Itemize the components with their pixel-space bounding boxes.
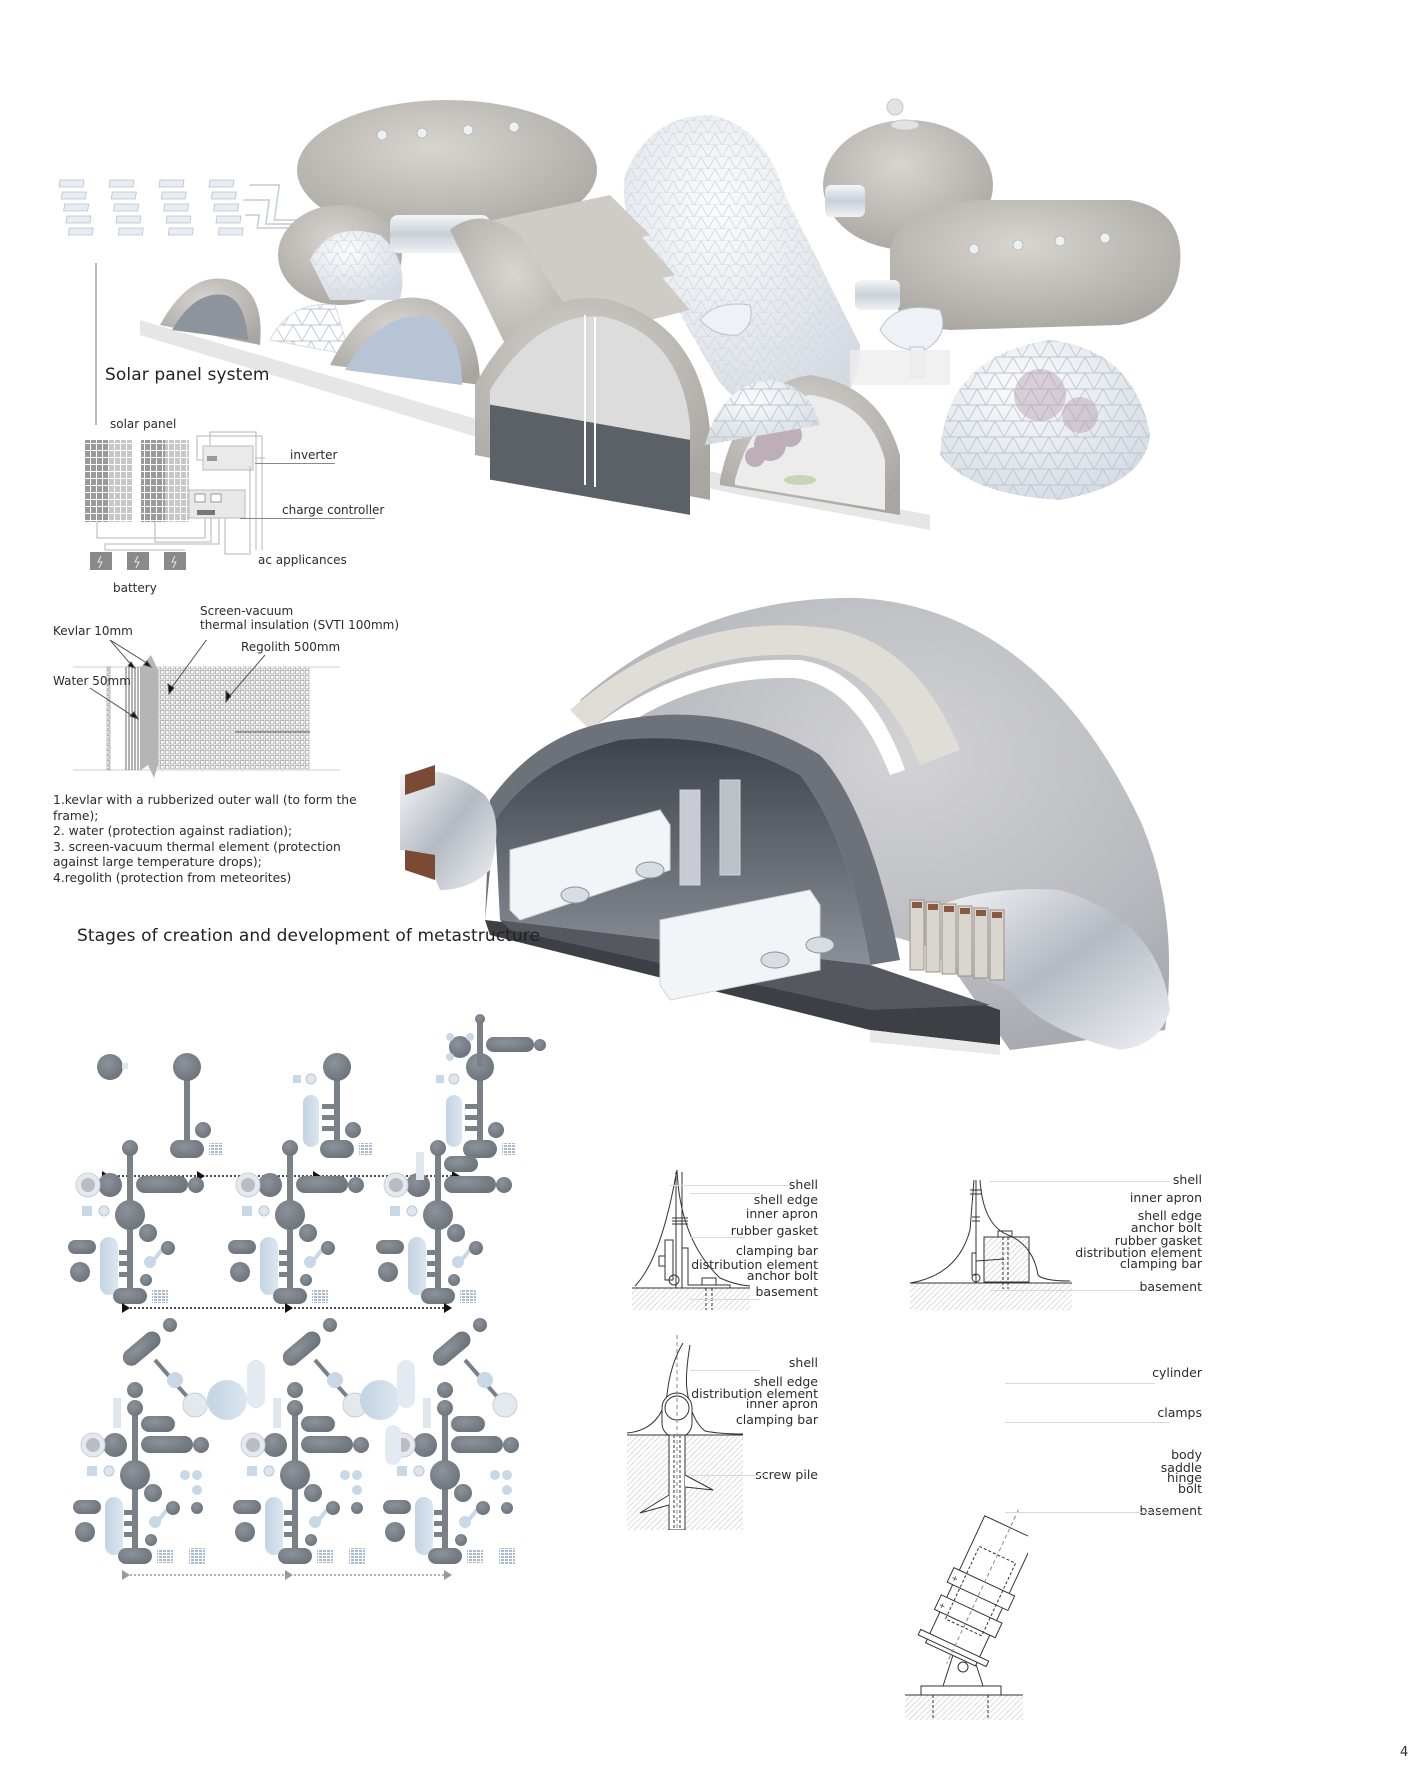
inverter-leader: [255, 463, 335, 464]
stage-7: [374, 1138, 514, 1306]
detail-3-label-clamping-bar: clamping bar: [735, 1412, 818, 1427]
svti-label-line2: thermal insulation (SVTI 100mm): [200, 618, 400, 632]
wall-layer-notes: 1.kevlar with a rubberized outer wall (t…: [53, 793, 368, 886]
detail-4-label-basement: basement: [1139, 1503, 1203, 1518]
svg-text:+: +: [937, 1600, 947, 1611]
detail-4-label-hinge: hinge: [1167, 1470, 1202, 1485]
charge-controller-label: charge controller: [282, 503, 385, 517]
detail-1-label-clamping-bar: clamping bar: [735, 1243, 818, 1258]
hatch-icon: [886, 98, 920, 131]
lab-stool-icon: [560, 861, 835, 969]
detail-1-label-rubber-gasket: rubber gasket: [730, 1223, 818, 1238]
detail-1-label-basement: basement: [755, 1284, 819, 1299]
kevlar-label: Kevlar 10mm: [53, 624, 133, 638]
svti-label-line1: Screen-vacuum: [200, 604, 294, 618]
detail-4-label-saddle: saddle: [1160, 1460, 1202, 1475]
detail-4-label-cylinder: cylinder: [1152, 1365, 1202, 1380]
battery-label: battery: [113, 581, 157, 595]
battery-icon: [90, 552, 186, 570]
detail-1-label-shell-edge: shell edge: [753, 1192, 818, 1207]
timeline-arrows-row3: [122, 1303, 452, 1313]
note-1: 1.kevlar with a rubberized outer wall (t…: [53, 793, 357, 823]
detail-1-label-distribution-element: distribution element: [691, 1257, 818, 1272]
charge-controller-icon: [188, 489, 246, 519]
ac-appliances-label: ac applicances: [258, 553, 347, 567]
airlock-tube-left: [400, 765, 497, 890]
stage-5: [66, 1138, 206, 1306]
solar-array-render: [58, 179, 315, 236]
detail-3-label-shell-edge: shell edge: [753, 1374, 818, 1389]
stage-3: [293, 1053, 373, 1158]
page-number: 4: [1400, 1745, 1409, 1760]
note-2: 2. water (protection against radiation);: [53, 824, 293, 838]
detail-1-label-shell: shell: [788, 1177, 818, 1192]
stage-2: [170, 1053, 223, 1158]
hero-settlement-render: [50, 85, 1370, 605]
airlock-tube-right: [909, 889, 1170, 1050]
detail-2-label-clamping-bar: clamping bar: [1119, 1256, 1202, 1271]
stage-4: [436, 1014, 546, 1158]
water-label: Water 50mm: [53, 674, 131, 688]
wall-section-diagram: [50, 640, 350, 780]
stages-title: Stages of creation and development of me…: [77, 926, 541, 946]
detail-3-label-distribution-element: distribution element: [691, 1386, 818, 1401]
inverter-icon: [202, 445, 254, 471]
stage-6: [226, 1138, 366, 1306]
note-4: 4.regolith (protection from meteorites): [53, 870, 292, 885]
detail-2-drawing: [908, 1175, 1073, 1310]
svg-text:+: +: [950, 1573, 960, 1584]
stage-8: [73, 1318, 209, 1564]
stage-1: [97, 1054, 128, 1080]
detail-2-label-anchor-bolt: anchor bolt: [1130, 1220, 1202, 1235]
detail-1-label-inner-apron: inner apron: [745, 1206, 818, 1221]
detail-4-drawing: + +: [903, 1505, 1028, 1720]
detail-4-label-body: body: [1171, 1447, 1202, 1462]
detail-3-drawing: [625, 1335, 745, 1530]
charge-controller-leader: [240, 518, 375, 519]
stages-diagram: [60, 955, 580, 1755]
detail-2-label-shell-edge: shell edge: [1137, 1208, 1202, 1223]
detail-4-label-bolt: bolt: [1178, 1481, 1202, 1496]
detail-3-label-shell: shell: [788, 1355, 818, 1370]
detail-3-label-screw-pile: screw pile: [755, 1467, 818, 1482]
regolith-label: Regolith 500mm: [241, 640, 341, 654]
solar-system-title: Solar panel system: [105, 365, 270, 385]
detail-2-label-inner-apron: inner apron: [1129, 1190, 1202, 1205]
detail-4-label-clamps: clamps: [1157, 1405, 1202, 1420]
inverter-label: inverter: [290, 448, 338, 462]
detail-2-label-shell: shell: [1172, 1172, 1202, 1187]
detail-2-label-basement: basement: [1139, 1279, 1203, 1294]
note-3: 3. screen-vacuum thermal element (protec…: [53, 839, 341, 870]
detail-2-label-distribution-element: distribution element: [1075, 1245, 1202, 1260]
lab-bench: [509, 779, 821, 1001]
solar-system-diagram: [85, 430, 385, 590]
detail-leaders: [690, 1193, 760, 1194]
detail-1-label-anchor-bolt: anchor bolt: [746, 1268, 818, 1283]
solar-panel-icon: [85, 440, 189, 522]
solar-panel-label: solar panel: [110, 417, 177, 431]
detail-3-label-inner-apron: inner apron: [745, 1396, 818, 1411]
detail-2-label-rubber-gasket: rubber gasket: [1114, 1233, 1202, 1248]
stage-10: [360, 1318, 519, 1564]
lab-module-render: [400, 590, 1180, 1070]
stage-9: [207, 1318, 369, 1564]
timeline-arrows-bottom: [122, 1570, 452, 1580]
antenna-dish-icon: [699, 303, 944, 378]
